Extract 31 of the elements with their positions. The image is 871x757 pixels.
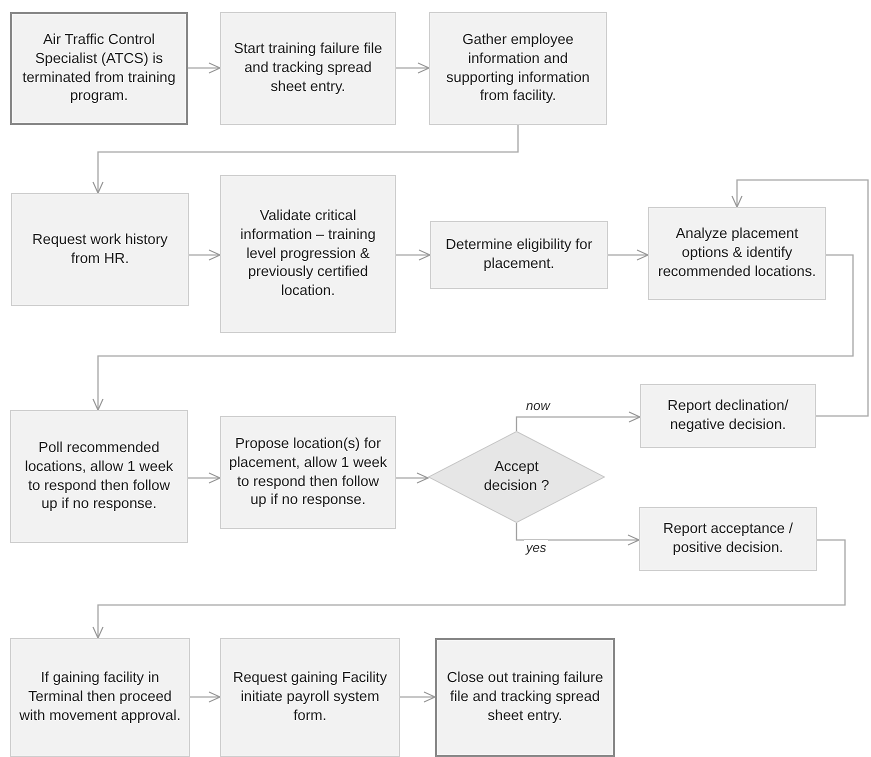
arrow xyxy=(731,179,869,417)
arrow xyxy=(92,125,519,194)
arrow xyxy=(400,691,436,703)
process-box: Analyze placement options & identify recommended locations. xyxy=(648,207,826,300)
arrow xyxy=(608,249,649,261)
arrow xyxy=(516,411,641,431)
terminal-box: Air Traffic Control Specialist (ATCS) is terminated from training program. xyxy=(10,12,188,125)
process-box: Poll recommended locations, allow 1 week to respond then follow up if no response. xyxy=(10,410,188,543)
process-box: Report acceptance / positive decision. xyxy=(639,507,817,571)
process-box: Gather employee information and supporting information from facility. xyxy=(429,12,607,125)
arrow xyxy=(190,691,221,703)
arrow xyxy=(188,62,221,74)
arrow xyxy=(396,249,431,261)
process-box: Validate critical information – training level progression & previously certified location. xyxy=(220,175,396,333)
process-box: Request work history from HR. xyxy=(11,193,189,306)
process-box: Request gaining Facility initiate payroll system form. xyxy=(220,638,400,757)
arrow xyxy=(188,472,221,484)
arrow xyxy=(396,62,430,74)
arrow xyxy=(189,249,221,261)
edge-label: yes xyxy=(524,540,548,555)
arrow xyxy=(92,539,846,639)
process-box: If gaining facility in Terminal then proceed with movement approval. xyxy=(10,638,190,757)
process-box: Start training failure file and tracking spread sheet entry. xyxy=(220,12,396,125)
arrow xyxy=(516,523,640,546)
arrow xyxy=(92,254,854,411)
process-box: Report declination/ negative decision. xyxy=(640,384,816,448)
terminal-box: Close out training failure file and tracking spread sheet entry. xyxy=(435,638,615,757)
process-box: Determine eligibility for placement. xyxy=(430,221,608,289)
arrow xyxy=(396,472,429,484)
process-box: Propose location(s) for placement, allow 1 week to respond then follow up if no response. xyxy=(220,416,396,529)
decision-diamond: Accept decision ? xyxy=(428,431,605,523)
